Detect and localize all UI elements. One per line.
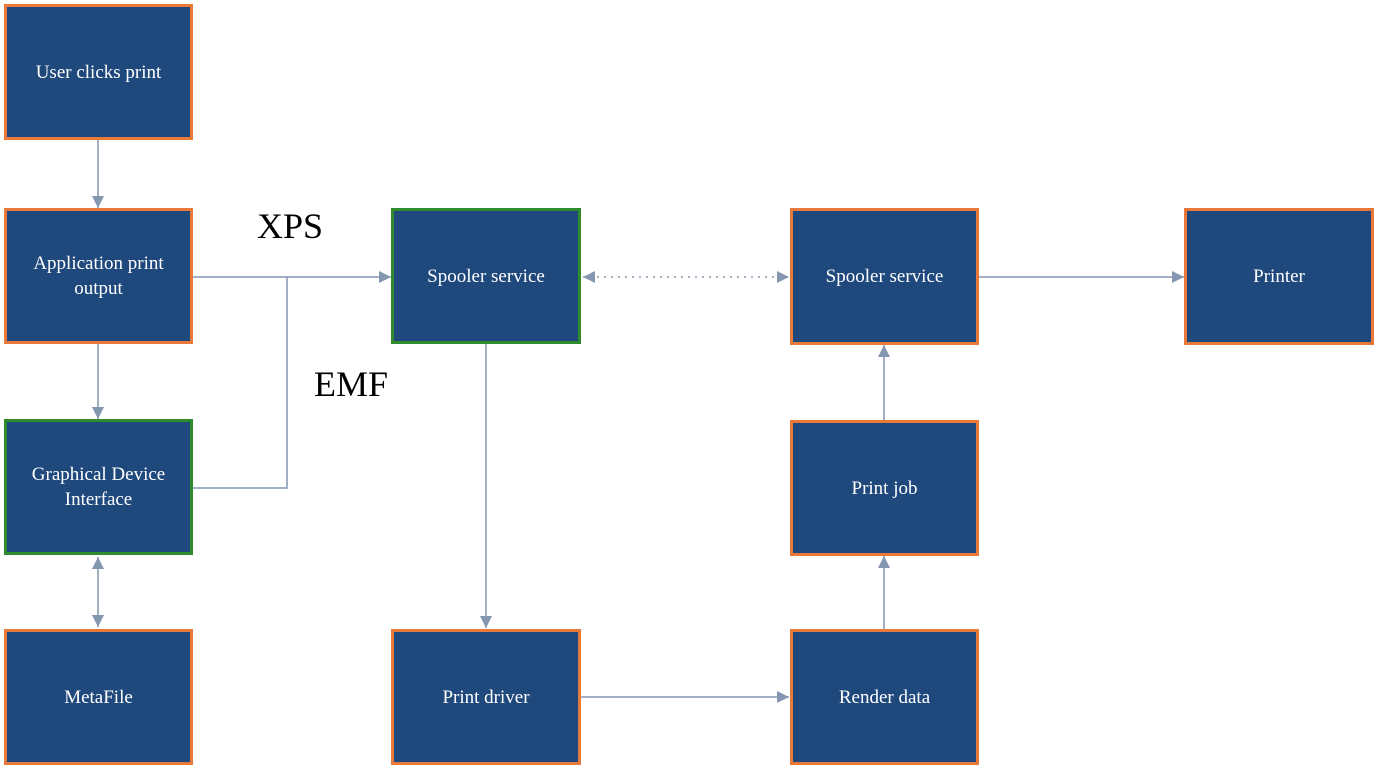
node-spooler-service-server: Spooler service (790, 208, 979, 345)
node-printer: Printer (1184, 208, 1374, 345)
node-user-clicks-print: User clicks print (4, 4, 193, 140)
node-print-driver: Print driver (391, 629, 581, 765)
node-metafile: MetaFile (4, 629, 193, 765)
label-emf: EMF (314, 364, 389, 404)
node-graphical-device-interface: Graphical Device Interface (4, 419, 193, 555)
node-render-data: Render data (790, 629, 979, 765)
node-spooler-service-client: Spooler service (391, 208, 581, 344)
label-xps: XPS (257, 206, 324, 246)
line-gdi-to-spooler-emf (193, 277, 288, 489)
node-application-print-output: Application print output (4, 208, 193, 344)
node-print-job: Print job (790, 420, 979, 556)
